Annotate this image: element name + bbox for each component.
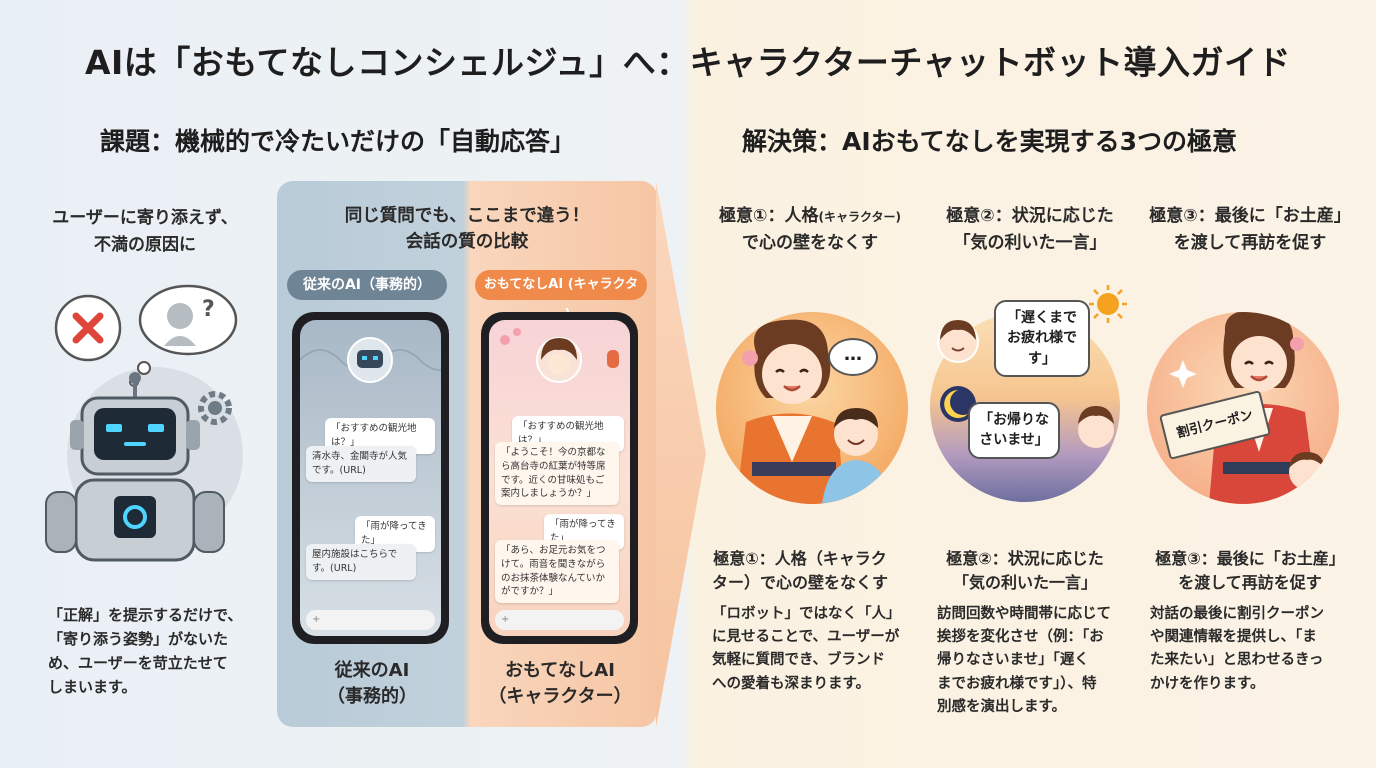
page-title: AIは「おもてなしコンシェルジュ」へ：キャラクターチャットボット導入ガイド — [84, 43, 1292, 82]
problem-body-line: め、ユーザーを苛立たせて — [48, 654, 228, 672]
point3-body-line: や関連情報を提供し、「ま — [1150, 629, 1317, 646]
problem-body-line: 「正解」を提示するだけで、 — [48, 606, 243, 624]
solution-heading: 解決策：AIおもてなしを実現する3つの極意 — [742, 127, 1238, 156]
point2-heading-line1: 極意②：状況に応じた — [946, 206, 1114, 226]
point2-speech-welcome: 「お帰りなさいませ」 — [968, 402, 1060, 459]
point2-body-line: 帰りなさいませ」「遅く — [937, 652, 1089, 669]
point1-heading: 極意①：人格(キャラクター) で心の壁をなくす — [700, 203, 920, 257]
problem-caption-line2: 不満の原因に — [94, 235, 196, 256]
bot-message: 「ようこそ！今の京都なら高台寺の紅葉が特等席です。近くの甘味処もご案内しましょう… — [495, 442, 619, 506]
point2-body: 訪問回数や時間帯に応じて 挨拶を変化させ（例：「お 帰りなさいませ」「遅く まで… — [937, 603, 1137, 719]
point1-heading-small: (キャラクター) — [818, 210, 901, 224]
omotenashi-caption-line2: （キャラクター） — [488, 686, 632, 708]
bot-message: 清水寺、金閣寺が人気です。(URL) — [306, 446, 416, 482]
sparkle-icon — [1169, 360, 1197, 388]
point1-heading-line2: で心の壁をなくす — [742, 233, 878, 254]
message-input[interactable]: + — [495, 610, 624, 630]
traditional-ai-pill: 従来のAI（事務的） — [287, 270, 447, 300]
omotenashi-ai-pill: おもてなしAI (キャラクター) — [475, 270, 647, 322]
problem-body-line: しまいます。 — [48, 678, 137, 696]
point1-body-line: に見せることで、ユーザーが — [712, 629, 900, 646]
point3-heading-line1: 極意③：最後に「お土産」 — [1149, 206, 1351, 226]
sun-icon — [1089, 285, 1127, 323]
point3-subheading-line1: 極意③：最後に「お土産」 — [1155, 549, 1345, 568]
point3-heading-line2: を渡して再訪を促す — [1173, 233, 1327, 254]
problem-caption-line1: ユーザーに寄り添えず、 — [52, 208, 238, 228]
traditional-chat-screen: 「おすすめの観光地は？」 清水寺、金閣寺が人気です。(URL) 「雨が降ってきた… — [300, 320, 441, 636]
point2-character-avatar-icon — [937, 320, 979, 363]
bot-message: 屋内施設はこちらです。(URL) — [306, 544, 416, 580]
point2-body-line: までお疲れ様です」）、特 — [937, 675, 1097, 692]
omotenashi-phone: 「おすすめの観光地は？」 「ようこそ！今の京都なら高台寺の紅葉が特等席です。近く… — [481, 312, 638, 644]
character-avatar-icon — [500, 328, 619, 383]
x-mark-icon — [54, 294, 122, 362]
problem-body: 「正解」を提示するだけで、 「寄り添う姿勢」がないた め、ユーザーを苛立たせて … — [48, 603, 268, 699]
thought-bubble-icon: ? — [129, 284, 238, 387]
traditional-caption-line2: （事務的） — [327, 686, 417, 708]
point2-subheading-line2: 「気の利いた一言」 — [952, 573, 1097, 592]
point2-heading-line2: 「気の利いた一言」 — [953, 233, 1107, 254]
moon-icon — [940, 386, 976, 422]
point1-body-line: 「ロボット」ではなく「人」 — [712, 606, 901, 622]
point1-illustration — [716, 312, 908, 504]
problem-caption: ユーザーに寄り添えず、 不満の原因に — [20, 205, 270, 259]
point1-body-line: への愛着も深まります。 — [712, 675, 871, 692]
traditional-phone: 「おすすめの観光地は？」 清水寺、金閣寺が人気です。(URL) 「雨が降ってきた… — [292, 312, 449, 644]
problem-heading: 課題：機械的で冷たいだけの「自動応答」 — [100, 127, 576, 156]
point2-heading: 極意②：状況に応じた 「気の利いた一言」 — [925, 203, 1135, 257]
point2-body-line: 挨拶を変化させ（例：「お — [937, 629, 1104, 646]
point1-body: 「ロボット」ではなく「人」 に見せることで、ユーザーが 気軽に質問でき、ブランド… — [712, 603, 917, 696]
comparison-heading-line1: 同じ質問でも、ここまで違う！ — [344, 206, 590, 226]
comparison-heading-line2: 会話の質の比較 — [405, 232, 529, 253]
point1-subheading-line2: ター）で心の壁をなくす — [711, 573, 888, 592]
point1-heading-line1: 極意①：人格 — [719, 206, 819, 226]
point3-body-line: た来たい」と思わせるきっ — [1150, 652, 1324, 669]
point1-subheading-line1: 極意①：人格（キャラク — [713, 549, 887, 568]
traditional-caption-line1: 従来のAI — [334, 660, 410, 681]
robot-illustration: ? — [40, 280, 260, 570]
point3-body-line: 対話の最後に割引クーポン — [1150, 606, 1324, 622]
point2-speech-late: 「遅くまでお疲れ様です」 — [994, 300, 1090, 377]
point1-subheading: 極意①：人格（キャラク ター）で心の壁をなくす — [700, 547, 900, 595]
point3-body-line: かけを作ります。 — [1150, 675, 1265, 692]
point2-subheading: 極意②：状況に応じた 「気の利いた一言」 — [925, 547, 1125, 595]
point2-subheading-line1: 極意②：状況に応じた — [946, 549, 1104, 568]
point2-body-line: 訪問回数や時間帯に応じて — [937, 606, 1111, 622]
point3-subheading-line2: を渡して再訪を促す — [1178, 573, 1322, 592]
problem-body-line: 「寄り添う姿勢」がないた — [48, 630, 229, 648]
comparison-arrow — [656, 181, 706, 727]
svg-text:?: ? — [202, 297, 215, 322]
omotenashi-caption-line1: おもてなしAI — [505, 660, 615, 681]
point1-speech: … — [828, 338, 878, 376]
traditional-caption: 従来のAI （事務的） — [287, 658, 457, 710]
robot-avatar-icon — [300, 337, 441, 383]
robot-icon — [45, 372, 225, 562]
point3-body: 対話の最後に割引クーポン や関連情報を提供し、「ま た来たい」と思わせるきっ か… — [1150, 603, 1360, 696]
point3-heading: 極意③：最後に「お土産」 を渡して再訪を促す — [1135, 203, 1365, 257]
omotenashi-chat-screen: 「おすすめの観光地は？」 「ようこそ！今の京都なら高台寺の紅葉が特等席です。近く… — [489, 320, 630, 636]
point2-body-line: 別感を演出します。 — [937, 698, 1067, 715]
bot-message: 「あら、お足元お気をつけて。雨音を聞きながらのお抹茶体験なんていかがですか？」 — [495, 540, 619, 604]
gear-icon — [198, 391, 232, 425]
message-input[interactable]: + — [306, 610, 435, 630]
comparison-heading: 同じ質問でも、ここまで違う！ 会話の質の比較 — [277, 203, 657, 256]
omotenashi-caption: おもてなしAI （キャラクター） — [465, 658, 655, 710]
point3-subheading: 極意③：最後に「お土産」 を渡して再訪を促す — [1140, 547, 1360, 595]
point1-body-line: 気軽に質問でき、ブランド — [712, 652, 885, 669]
